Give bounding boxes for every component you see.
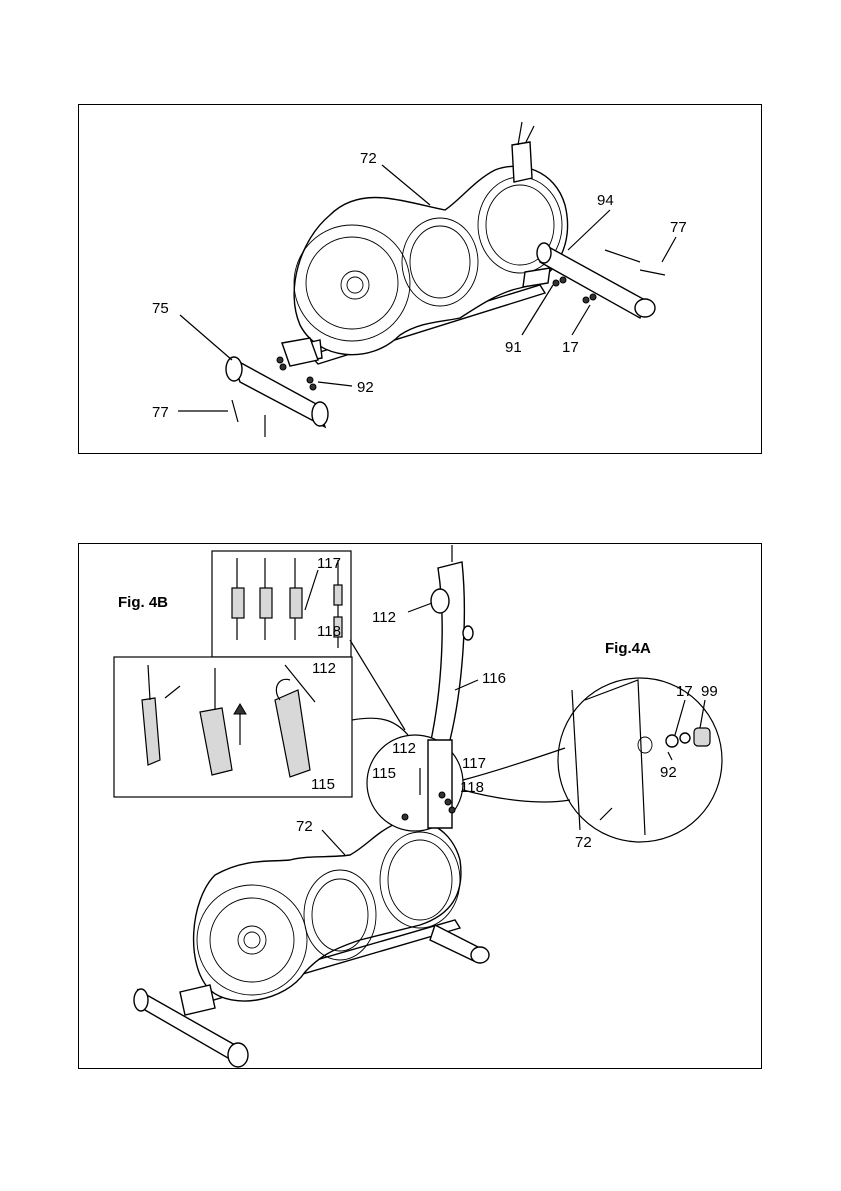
callout-clip-112: 112 xyxy=(312,660,336,677)
callout-wire-118: 118 xyxy=(317,623,341,640)
callout-top-91: 91 xyxy=(505,339,522,356)
callout-post-112: 112 xyxy=(372,609,396,626)
callout-top-77-right: 77 xyxy=(670,219,687,236)
callout-top-75: 75 xyxy=(152,300,169,317)
callout-post-118: 118 xyxy=(460,779,484,796)
callout-top-77-left: 77 xyxy=(152,404,169,421)
callout-wire-117: 117 xyxy=(317,555,341,572)
callout-4a-72: 72 xyxy=(575,834,592,851)
callout-top-72: 72 xyxy=(360,150,377,167)
callout-frame-72: 72 xyxy=(296,818,313,835)
callout-post-115: 115 xyxy=(372,765,396,782)
callout-4a-17: 17 xyxy=(676,683,693,700)
callout-clip-115: 115 xyxy=(311,776,335,793)
callout-top-94: 94 xyxy=(597,192,614,209)
callout-4a-92: 92 xyxy=(660,764,677,781)
detail-circle-4a xyxy=(463,678,722,842)
top-rear-stabilizer-tube xyxy=(226,338,328,427)
fig-4b-label: Fig. 4B xyxy=(118,594,168,611)
callout-post-116: 116 xyxy=(482,670,506,687)
callout-4a-99: 99 xyxy=(701,683,718,700)
callout-top-92: 92 xyxy=(357,379,374,396)
fig-4a-label: Fig.4A xyxy=(605,640,651,657)
handlebar-post xyxy=(430,545,473,745)
callout-post-112-lower: 112 xyxy=(392,740,416,757)
callout-post-117: 117 xyxy=(462,755,486,772)
callout-top-17: 17 xyxy=(562,339,579,356)
